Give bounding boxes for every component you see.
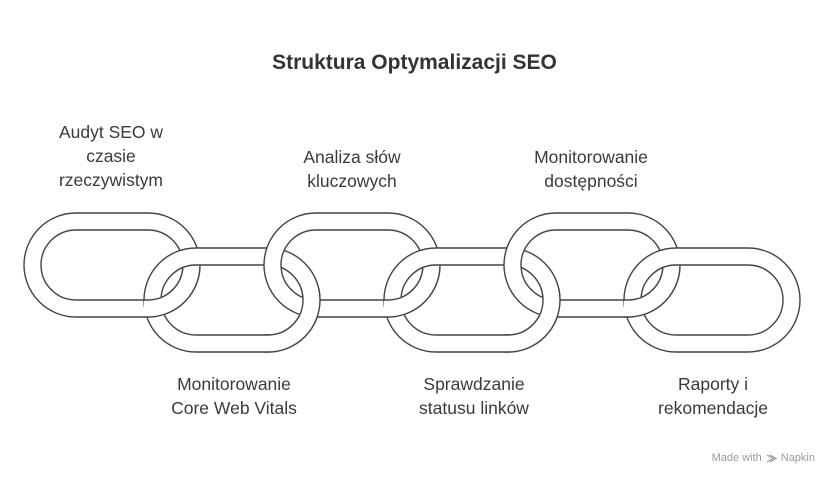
chain-link-links-status-overlap [504, 288, 561, 353]
label-links-status: Sprawdzanie statusu linków [383, 372, 565, 420]
brand-name: Napkin [780, 452, 815, 464]
label-audit-line-2: czasie [86, 146, 136, 166]
chain-link-reports [623, 247, 801, 353]
label-availability: Monitorowanie dostępności [500, 145, 682, 193]
label-links-status-line-2: statusu linków [419, 398, 529, 418]
label-links-status-line-1: Sprawdzanie [423, 374, 525, 394]
label-availability-line-2: dostępności [544, 171, 638, 191]
chain-link-audit-overlap [144, 268, 201, 318]
label-cwv-line-1: Monitorowanie [177, 374, 291, 394]
label-cwv-line-2: Core Web Vitals [171, 398, 297, 418]
chain-link-availability-overlap [624, 268, 681, 318]
label-availability-line-1: Monitorowanie [534, 147, 648, 167]
diagram-title: Struktura Optymalizacji SEO [272, 51, 557, 74]
chain-link-keywords-overlap [384, 268, 441, 318]
label-reports-line-2: rekomendacje [658, 398, 768, 418]
label-keywords-line-2: kluczowych [307, 171, 397, 191]
label-cwv: Monitorowanie Core Web Vitals [134, 372, 334, 420]
label-reports: Raporty i rekomendacje [622, 372, 804, 420]
label-audit-line-3: rzeczywistym [58, 170, 164, 190]
label-audit-line-1: Audyt SEO w [58, 122, 164, 142]
chain-link-cwv-overlap [264, 288, 321, 353]
napkin-logo-icon [766, 453, 777, 463]
label-reports-line-1: Raporty i [677, 374, 749, 394]
label-keywords: Analiza słów kluczowych [261, 145, 443, 193]
label-audit: Audyt SEO w czasie rzeczywistym [20, 120, 202, 192]
label-keywords-line-1: Analiza słów [303, 147, 401, 167]
brand-prefix: Made with [711, 452, 762, 464]
made-with-napkin-badge[interactable]: Made with Napkin [712, 452, 815, 464]
